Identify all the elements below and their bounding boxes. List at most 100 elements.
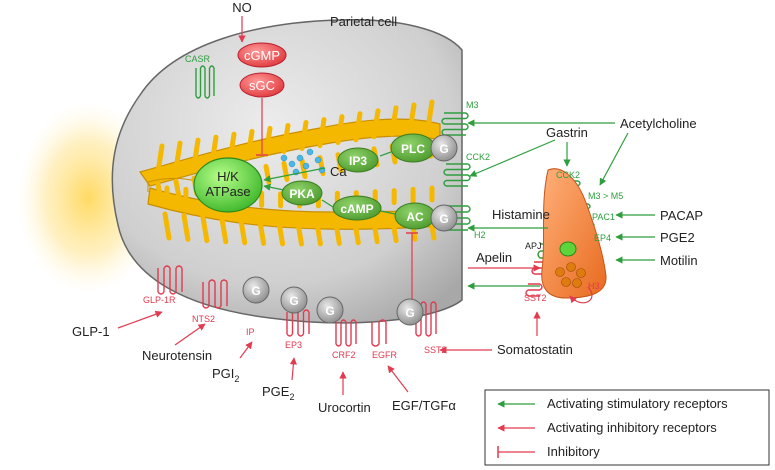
calcium-arrow xyxy=(263,167,326,183)
nts2-label: NTS2 xyxy=(192,314,215,324)
ip3-label: IP3 xyxy=(349,154,367,168)
pka-node xyxy=(281,180,323,206)
legend-stimulatory-label: Activating stimulatory receptors xyxy=(547,396,728,411)
neurotensin-label: Neurotensin xyxy=(142,348,212,363)
pgi2-label: PGI2 xyxy=(212,366,239,384)
cck2-ecl-label: CCK2 xyxy=(556,170,580,180)
canaliculus-finger xyxy=(313,217,323,247)
pgi2-arrow xyxy=(239,341,253,359)
canaliculus-finger xyxy=(155,181,164,203)
sst2-cell-label: SST2 xyxy=(424,345,447,355)
motilin-label: Motilin xyxy=(660,253,698,268)
canaliculus-finger xyxy=(238,216,248,246)
canaliculus-finger xyxy=(425,99,435,131)
cgmp-node xyxy=(237,42,287,68)
pacap-label: PACAP xyxy=(660,208,703,223)
egf-arrow xyxy=(387,365,409,393)
canaliculus-finger xyxy=(257,216,267,246)
sst2-ecl-label: SST2 xyxy=(524,293,547,303)
urocortin-label: Urocortin xyxy=(318,400,371,415)
g-protein-ip-label: G xyxy=(251,284,260,298)
neurotensin-arrow xyxy=(174,323,206,346)
ecl-nucleus xyxy=(559,241,577,257)
canaliculus-finger xyxy=(162,211,172,241)
canaliculus-finger xyxy=(276,217,286,247)
canaliculus-finger xyxy=(155,143,165,175)
cck2-cell-receptor-icon xyxy=(443,163,471,187)
glp1r-label: GLP-1R xyxy=(143,295,176,305)
cck2-cell-label: CCK2 xyxy=(466,152,490,162)
pge2-ecl-label: PGE2 xyxy=(660,230,695,245)
pge2-cell-label: PGE2 xyxy=(262,384,294,402)
ip-label: IP xyxy=(246,327,255,337)
canaliculus-finger xyxy=(245,128,255,160)
ach-ecl-arrow xyxy=(599,132,629,186)
canaliculus-finger xyxy=(335,114,345,146)
sgc-label: sGC xyxy=(249,78,275,93)
pac1-label: PAC1 xyxy=(592,212,615,222)
nts2-receptor-icon xyxy=(202,279,228,309)
glp1r-receptor-icon xyxy=(157,265,183,295)
plc-ip3-link xyxy=(379,151,392,157)
sst2-ecl-receptor-icon xyxy=(525,283,543,297)
glp1-label: GLP-1 xyxy=(72,324,110,339)
g-protein-crf2 xyxy=(316,296,344,324)
sgc-node xyxy=(239,72,285,98)
canaliculus-finger xyxy=(219,215,229,245)
ecl-granules xyxy=(555,262,586,288)
canaliculus-finger xyxy=(227,131,237,163)
crf2-receptor-icon xyxy=(335,319,357,347)
canaliculus-finger xyxy=(389,105,399,137)
gastrin-label: Gastrin xyxy=(546,125,588,140)
canaliculus-finger xyxy=(351,216,361,246)
egf-label: EGF/TGFα xyxy=(392,398,456,413)
ac-label: AC xyxy=(406,210,424,224)
canaliculus-finger xyxy=(191,137,201,169)
canaliculus-finger xyxy=(173,178,182,200)
hk-atpase-pump xyxy=(193,157,263,213)
ep4-label: EP4 xyxy=(594,233,611,243)
g-protein-ep3 xyxy=(280,286,308,314)
canaliculus-finger xyxy=(389,214,399,244)
pge2-cell-arrow xyxy=(289,357,297,381)
pka-label: PKA xyxy=(289,187,315,201)
cell-title: Parietal cell xyxy=(330,14,397,29)
canaliculus-finger xyxy=(407,102,417,134)
canaliculus-finger xyxy=(332,216,342,246)
canaliculus-finger xyxy=(371,108,381,140)
histamine-label: Histamine xyxy=(492,207,550,222)
ac-camp-link xyxy=(380,210,396,215)
no-label: NO xyxy=(232,0,252,15)
h3-label: H3 xyxy=(588,281,600,291)
canaliculus-finger xyxy=(200,214,210,244)
egfr-label: EGFR xyxy=(372,350,398,360)
pump-label-line1: H/K xyxy=(217,169,239,184)
g-protein-plc xyxy=(430,134,458,162)
apelin-label: Apelin xyxy=(476,250,512,265)
h2-label: H2 xyxy=(474,230,486,240)
pump-label-line2: ATPase xyxy=(205,184,250,199)
camp-label: cAMP xyxy=(340,202,373,216)
plc-label: PLC xyxy=(401,142,425,156)
casr-label: CASR xyxy=(185,54,211,64)
canaliculus-finger xyxy=(299,120,309,152)
m3-label: M3 xyxy=(466,100,479,110)
canaliculus-finger xyxy=(295,217,304,247)
m3m5-label: M3 > M5 xyxy=(588,191,623,201)
canaliculus-finger xyxy=(281,122,291,154)
canaliculus-finger xyxy=(299,158,308,180)
somatostatin-label: Somatostatin xyxy=(497,342,573,357)
canaliculus-finger xyxy=(370,215,380,245)
camp-node xyxy=(332,195,382,221)
g-protein-ac xyxy=(430,204,458,232)
casr-receptor-icon xyxy=(195,65,215,99)
apj-label: APJ xyxy=(525,241,542,251)
g-protein-crf2-label: G xyxy=(325,304,334,318)
legend-inhibitory-label: Inhibitory xyxy=(547,444,600,459)
canaliculus-finger xyxy=(317,117,327,149)
canaliculus-finger xyxy=(281,160,290,182)
g-protein-plc-label: G xyxy=(439,142,448,156)
ecl-cell xyxy=(541,168,607,299)
g-protein-sst2 xyxy=(396,298,424,326)
